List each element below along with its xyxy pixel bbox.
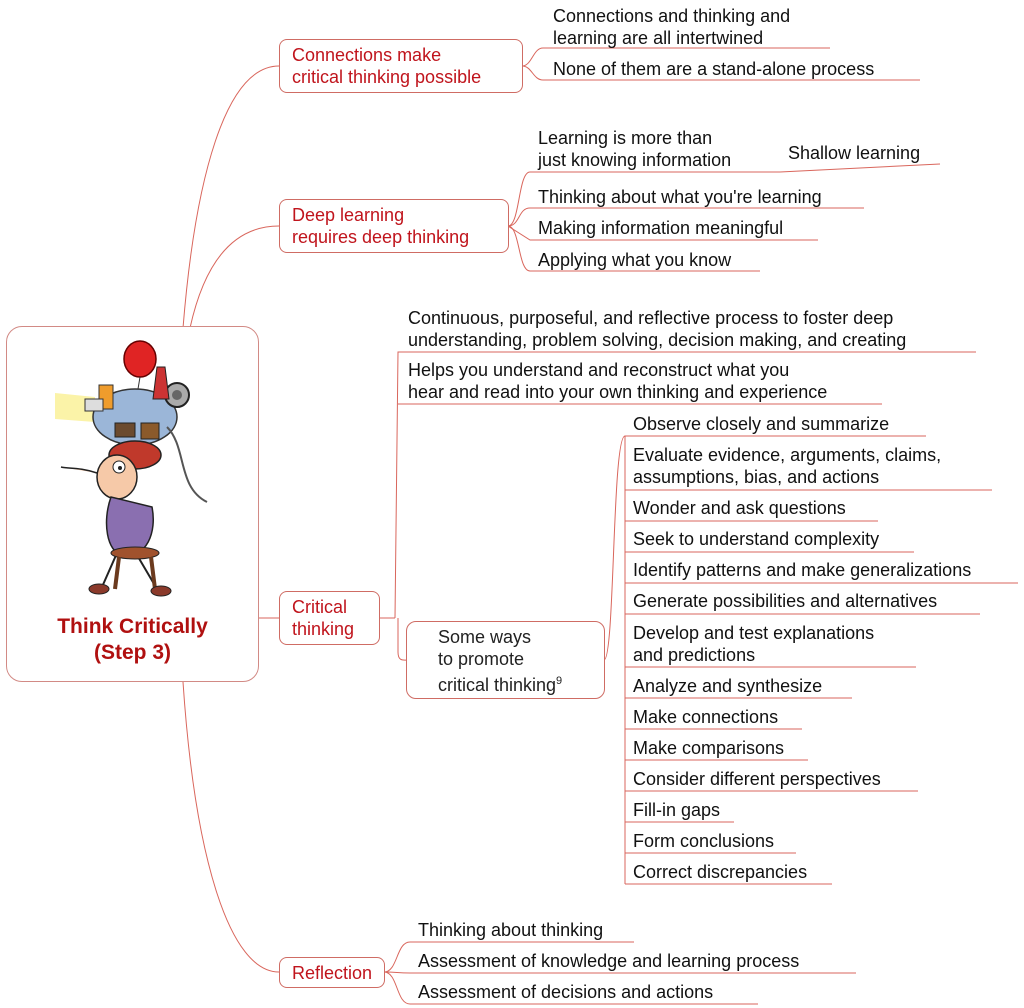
leaf-deep-2: Thinking about what you're learning — [538, 187, 822, 207]
branch-critical-label-2: thinking — [292, 619, 355, 639]
branch-critical-thinking[interactable]: Critical thinking — [279, 591, 380, 645]
branch-deep-learning[interactable]: Deep learning requires deep thinking — [279, 199, 509, 253]
leaf-deep-1-child: Shallow learning — [788, 143, 921, 163]
ways-item-3: Wonder and ask questions — [633, 498, 846, 518]
central-topic-card — [6, 326, 259, 682]
footnote-marker: 9 — [556, 675, 563, 687]
ways-label-1: Some ways — [438, 627, 532, 647]
branch-reflection[interactable]: Reflection — [279, 957, 385, 988]
branch-reflection-label: Reflection — [292, 963, 373, 983]
branch-critical-label-1: Critical — [292, 597, 348, 617]
leaf-deep-1: Learning is more than just knowing infor… — [538, 128, 732, 170]
leaf-connections-1: Connections and thinking and learning ar… — [553, 6, 791, 48]
leaf-connections-2: None of them are a stand-alone process — [553, 59, 875, 79]
branch-connections[interactable]: Connections make critical thinking possi… — [279, 39, 523, 93]
leaf-critical-1: Continuous, purposeful, and reflective p… — [408, 308, 907, 350]
leaf-reflection-3: Assessment of decisions and actions — [418, 982, 714, 1002]
subtopic-ways-to-promote[interactable]: Some ways to promote critical thinking9 — [406, 621, 605, 699]
leaf-critical-2: Helps you understand and reconstruct wha… — [408, 360, 828, 402]
ways-item-11: Consider different perspectives — [633, 769, 881, 789]
ways-item-12: Fill-in gaps — [633, 800, 721, 820]
leaf-deep-3: Making information meaningful — [538, 218, 784, 238]
ways-item-4: Seek to understand complexity — [633, 529, 880, 549]
leaf-reflection-2: Assessment of knowledge and learning pro… — [418, 951, 800, 971]
ways-item-9: Make connections — [633, 707, 779, 727]
branch-connections-label-1: Connections make — [292, 45, 442, 65]
ways-item-1: Observe closely and summarize — [633, 414, 890, 434]
ways-item-5: Identify patterns and make generalizatio… — [633, 560, 972, 580]
ways-label-2: to promote — [438, 649, 525, 669]
branch-deep-label-2: requires deep thinking — [292, 227, 470, 247]
cartoon-woman-illustration — [55, 340, 208, 597]
ways-item-2: Evaluate evidence, arguments, claims, as… — [633, 445, 942, 487]
ways-item-14: Correct discrepancies — [633, 862, 808, 882]
ways-item-10: Make comparisons — [633, 738, 785, 758]
ways-item-13: Form conclusions — [633, 831, 775, 851]
branch-deep-label-1: Deep learning — [292, 205, 405, 225]
ways-item-6: Generate possibilities and alternatives — [633, 591, 938, 611]
ways-label-3: critical thinking9 — [438, 675, 563, 695]
central-topic-title: Think Critically (Step 3) — [57, 615, 208, 664]
leaf-reflection-1: Thinking about thinking — [418, 920, 604, 940]
branch-connections-label-2: critical thinking possible — [292, 67, 482, 87]
leaf-deep-4: Applying what you know — [538, 250, 732, 270]
ways-item-8: Analyze and synthesize — [633, 676, 823, 696]
ways-item-7: Develop and test explanations and predic… — [633, 623, 875, 665]
